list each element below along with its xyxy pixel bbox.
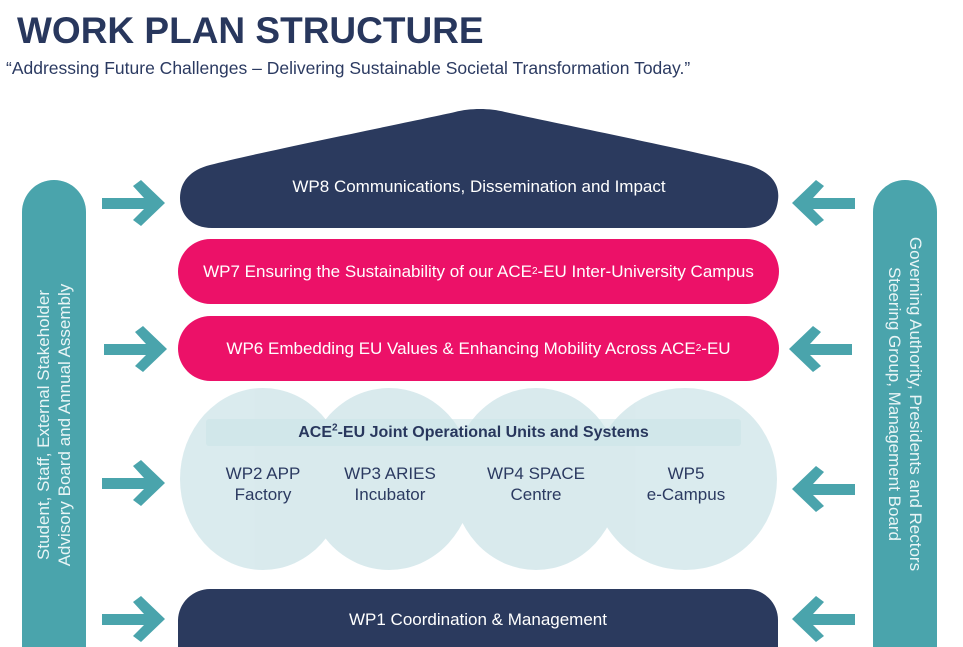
arrow-left-icon <box>792 466 855 512</box>
unit-wp3-line2: Incubator <box>354 485 426 504</box>
wp7-label: WP7 Ensuring the Sustainability of our A… <box>203 261 754 281</box>
wp7-label-pre: WP7 Ensuring the Sustainability of our A… <box>203 261 532 281</box>
left-pillar-line1: Student, Staff, External Stakeholder <box>34 290 53 560</box>
left-pillar <box>22 180 86 647</box>
right-pillar-line2: Steering Group, Management Board <box>885 266 904 542</box>
arrow-right-icon <box>102 596 165 642</box>
arrow-left-icon <box>792 180 855 226</box>
unit-wp5: WP5 e-Campus <box>626 463 746 505</box>
left-pillar-label: Student, Staff, External Stakeholder Adv… <box>33 284 75 567</box>
wp8-roof-shape <box>180 109 779 228</box>
arrow-right-icon <box>104 326 167 372</box>
wp1-bar <box>178 589 778 647</box>
right-pillar-line1: Governing Authority, Presidents and Rect… <box>906 236 925 572</box>
joint-units-heading-post: -EU Joint Operational Units and Systems <box>337 424 649 441</box>
page-title: WORK PLAN STRUCTURE <box>17 10 484 51</box>
arrow-left-icon <box>789 326 852 372</box>
unit-wp4-line1: WP4 SPACE <box>487 464 585 483</box>
right-pillar-label: Governing Authority, Presidents and Rect… <box>884 237 926 571</box>
arrow-right-icon <box>102 180 165 226</box>
unit-wp2-line2: Factory <box>234 485 292 504</box>
arrow-right-icon <box>102 460 165 506</box>
right-pillar <box>873 180 937 647</box>
wp1-label: WP1 Coordination & Management <box>349 610 607 629</box>
unit-wp2-line1: WP2 APP <box>225 464 301 483</box>
unit-wp2: WP2 APP Factory <box>203 463 323 505</box>
unit-wp4-line2: Centre <box>510 485 562 504</box>
joint-units-heading-sup: 2 <box>332 422 338 434</box>
wp6-label-post: -EU <box>701 338 731 358</box>
wp6-label: WP6 Embedding EU Values & Enhancing Mobi… <box>226 338 731 358</box>
wp7-label-post: -EU Inter-University Campus <box>537 261 754 281</box>
page-subtitle: “Addressing Future Challenges – Deliveri… <box>6 58 691 78</box>
wp6-label-pre: WP6 Embedding EU Values & Enhancing Mobi… <box>226 338 696 358</box>
unit-wp3: WP3 ARIES Incubator <box>327 463 453 505</box>
joint-units-heading: ACE2-EU Joint Operational Units and Syst… <box>206 422 741 442</box>
unit-wp5-line2: e-Campus <box>646 485 726 504</box>
joint-units-heading-band <box>206 419 741 446</box>
unit-wp3-line1: WP3 ARIES <box>344 464 436 483</box>
joint-units-heading-pre: ACE <box>298 424 333 441</box>
wp7-bar <box>178 239 779 304</box>
wp8-label: WP8 Communications, Dissemination and Im… <box>292 177 666 196</box>
unit-wp5-line1: WP5 <box>667 464 705 483</box>
unit-wp4: WP4 SPACE Centre <box>472 463 600 505</box>
arrow-left-icon <box>792 596 855 642</box>
wp6-bar <box>178 316 779 381</box>
left-pillar-line2: Advisory Board and Annual Assembly <box>55 283 74 567</box>
